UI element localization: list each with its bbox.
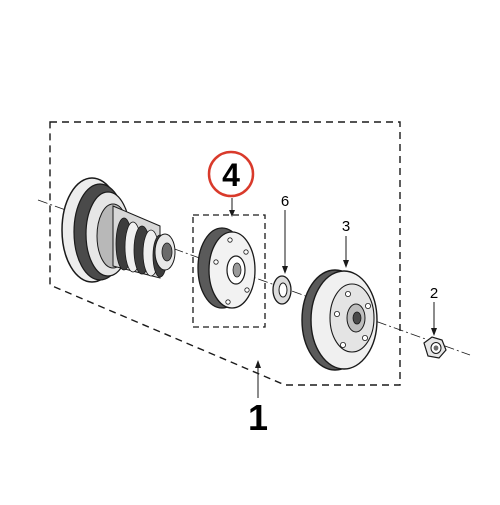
pulley-coil-part [61, 177, 176, 283]
callout-assembly-label: 1 [248, 397, 268, 438]
front-plate-part [301, 269, 378, 371]
assembly-boundary [49, 121, 401, 386]
shim-part [272, 275, 292, 305]
callout-shim-label: 6 [281, 193, 289, 210]
highlight-ring [207, 150, 255, 198]
callout-hub-label: 4 [222, 157, 240, 193]
leader-arrows [229, 198, 437, 398]
callout-nut-label: 2 [430, 285, 438, 302]
hub-part [197, 227, 256, 309]
callout-front-plate-label: 3 [342, 218, 350, 235]
hub-boundary [192, 214, 266, 328]
nut-part [423, 336, 447, 359]
